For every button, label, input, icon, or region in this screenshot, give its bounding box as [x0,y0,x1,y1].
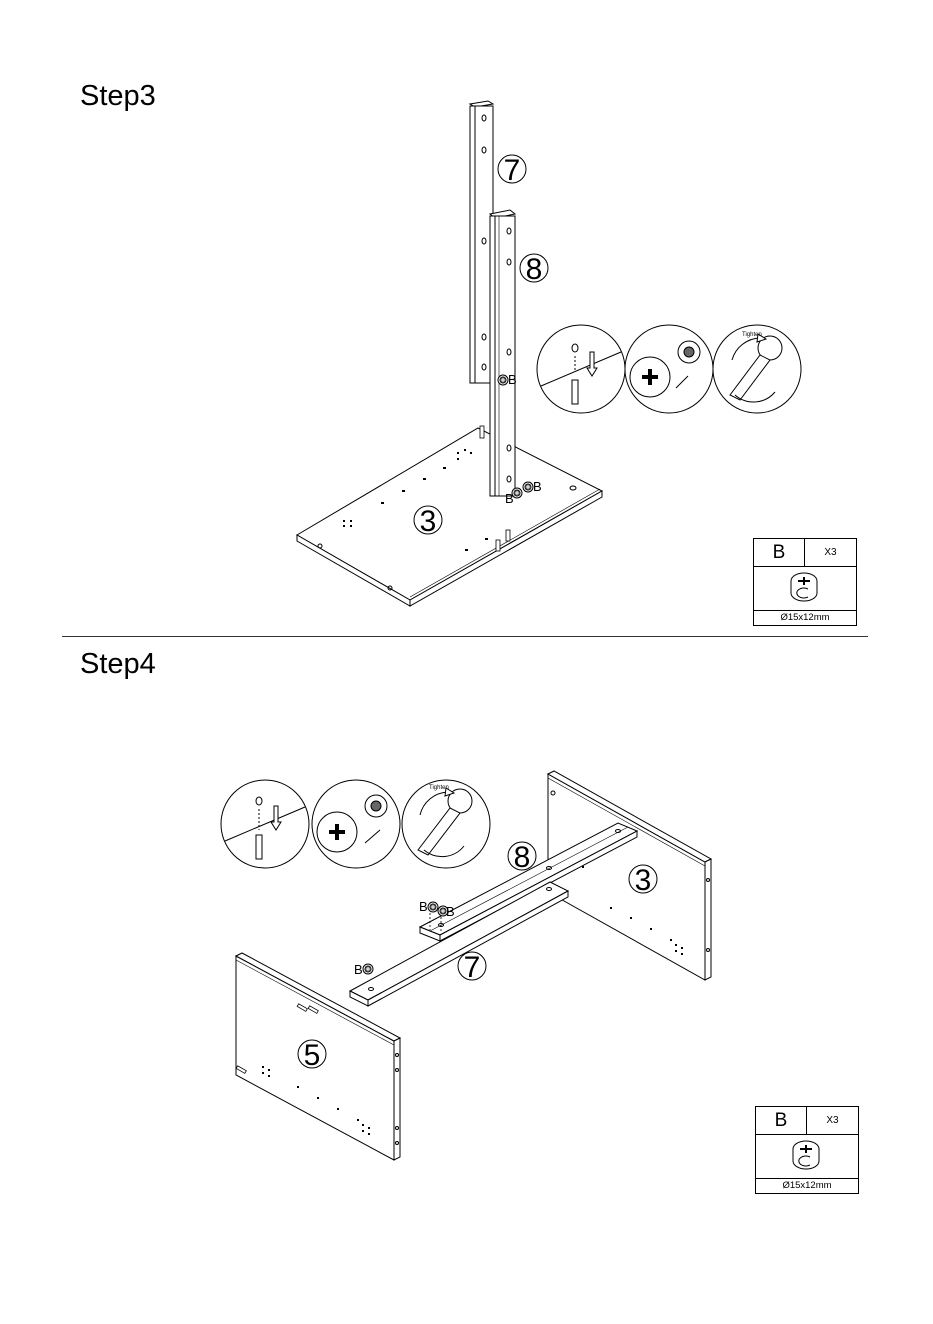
hardware-size: Ø15x12mm [754,610,856,625]
step4-fastener-label: B [354,962,363,977]
step4-label-rail-7: 7 [464,951,481,984]
step4-detail-tighten [402,780,490,868]
cam-lock-icon [784,569,824,607]
hardware-quantity: X3 [807,1107,858,1134]
step4-tighten-label: Tighten [429,785,449,791]
step3-fastener-label: B [533,479,542,494]
step4-hardware-box: B X3 Ø15x12mm [755,1106,859,1194]
step3-hardware-box: B X3 Ø15x12mm [753,538,857,626]
step3-detail-insert-cam [625,325,713,413]
step4-label-rail-8: 8 [514,841,531,874]
step3-rail-8 [490,210,515,496]
step3-fastener-label: B [505,491,514,506]
step3-panel-3 [297,428,602,606]
step3-label-rail-7: 7 [504,154,521,187]
step3-label-rail-8: 8 [526,253,543,286]
step4-label-panel-3: 3 [635,864,652,897]
step4-label-panel-5: 5 [304,1039,321,1072]
hardware-size: Ø15x12mm [756,1178,858,1193]
step3-label-panel-3: 3 [420,505,437,538]
step4-fastener-label: B [446,904,455,919]
step4-detail-insert-cam [312,780,400,868]
step4-rail-7 [350,882,568,1006]
hardware-quantity: X3 [805,539,856,566]
hardware-letter: B [754,539,805,566]
step4-detail-insert-dowel [221,780,309,868]
step4-fastener-label: B [419,899,428,914]
step3-detail-insert-dowel [537,325,625,413]
step3-tighten-label: Tighten [742,332,762,338]
cam-lock-icon [786,1137,826,1175]
step3-fastener-label: B [508,372,517,387]
step3-detail-tighten [713,325,801,413]
hardware-letter: B [756,1107,807,1134]
